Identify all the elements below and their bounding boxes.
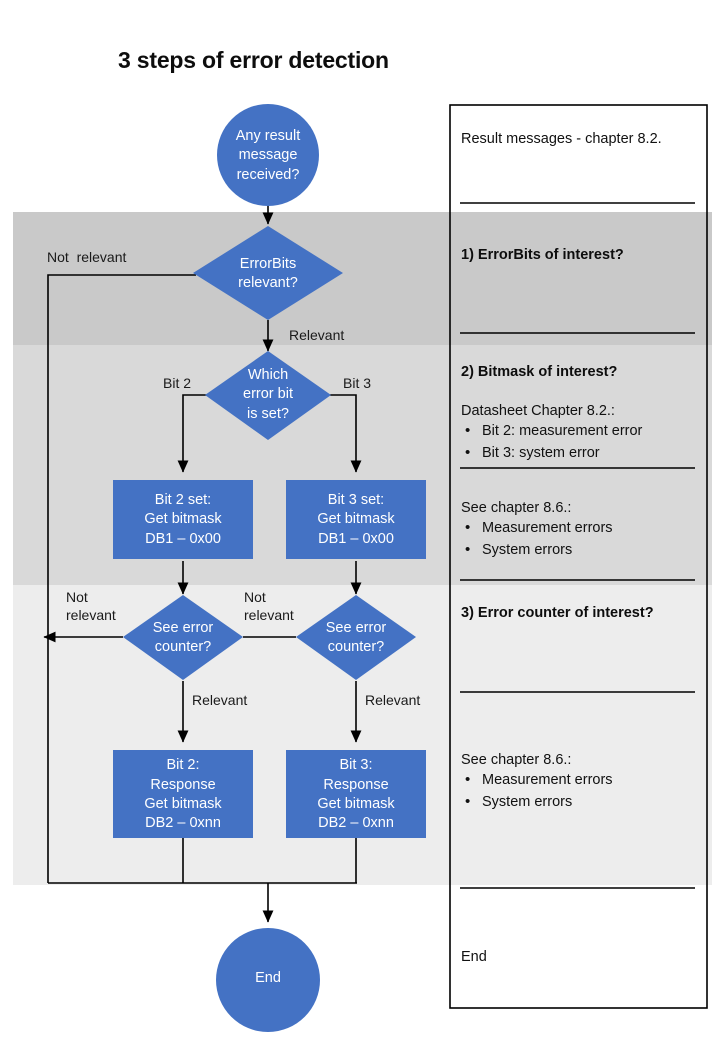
panel-end-text: End [461, 949, 487, 965]
band-step1 [13, 212, 712, 345]
node-end-label: End [255, 970, 281, 987]
edge-whichbit-bit2 [177, 394, 207, 473]
edge-errorbits-not-relevant [47, 274, 196, 883]
panel-step2-block-b-title: See chapter 8.6.: [461, 500, 572, 516]
panel-step2-block-a-list: Bit 2: measurement error Bit 3: system e… [461, 419, 691, 465]
edge-label-counter-right-relevant: Relevant [365, 692, 421, 708]
node-bit3-set[interactable] [286, 480, 426, 559]
list-item: System errors [461, 790, 691, 814]
edge-label-errorbits-relevant: Relevant [289, 327, 345, 343]
reference-panel [449, 104, 708, 1009]
list-item: System errors [461, 538, 691, 562]
node-whichbit-decision[interactable] [205, 351, 331, 440]
page-title: 3 steps of error detection [118, 47, 389, 73]
list-item: Measurement errors [461, 516, 691, 540]
panel-heading-step3: 3) Error counter of interest? [461, 605, 654, 621]
list-item: Measurement errors [461, 768, 691, 792]
node-bit3-response[interactable] [286, 750, 426, 838]
node-start[interactable] [217, 104, 319, 206]
panel-heading-step2: 2) Bitmask of interest? [461, 364, 618, 380]
list-item: Bit 2: measurement error [461, 419, 691, 443]
node-errorbits-decision[interactable] [193, 226, 343, 320]
node-end[interactable] [216, 928, 320, 1032]
list-item: Bit 3: system error [461, 441, 691, 465]
node-counter-left-decision[interactable] [123, 595, 243, 680]
panel-heading-step1: 1) ErrorBits of interest? [461, 247, 624, 263]
node-bit2-set[interactable] [113, 480, 253, 559]
panel-step3-block-title: See chapter 8.6.: [461, 752, 572, 768]
edge-label-counter-left-relevant: Relevant [192, 692, 248, 708]
panel-step3-block-list: Measurement errors System errors [461, 768, 691, 814]
node-counter-right-decision[interactable] [296, 595, 416, 680]
edge-label-errorbits-not-relevant: Not relevant [47, 249, 127, 265]
edge-whichbit-bit3 [330, 394, 362, 473]
panel-result-messages: Result messages - chapter 8.2. [461, 131, 662, 147]
panel-step2-block-b-list: Measurement errors System errors [461, 516, 691, 562]
edge-label-bit2: Bit 2 [163, 375, 192, 391]
panel-step2-block-a-title: Datasheet Chapter 8.2.: [461, 403, 615, 419]
node-bit2-response[interactable] [113, 750, 253, 838]
edge-label-bit3: Bit 3 [343, 375, 372, 391]
